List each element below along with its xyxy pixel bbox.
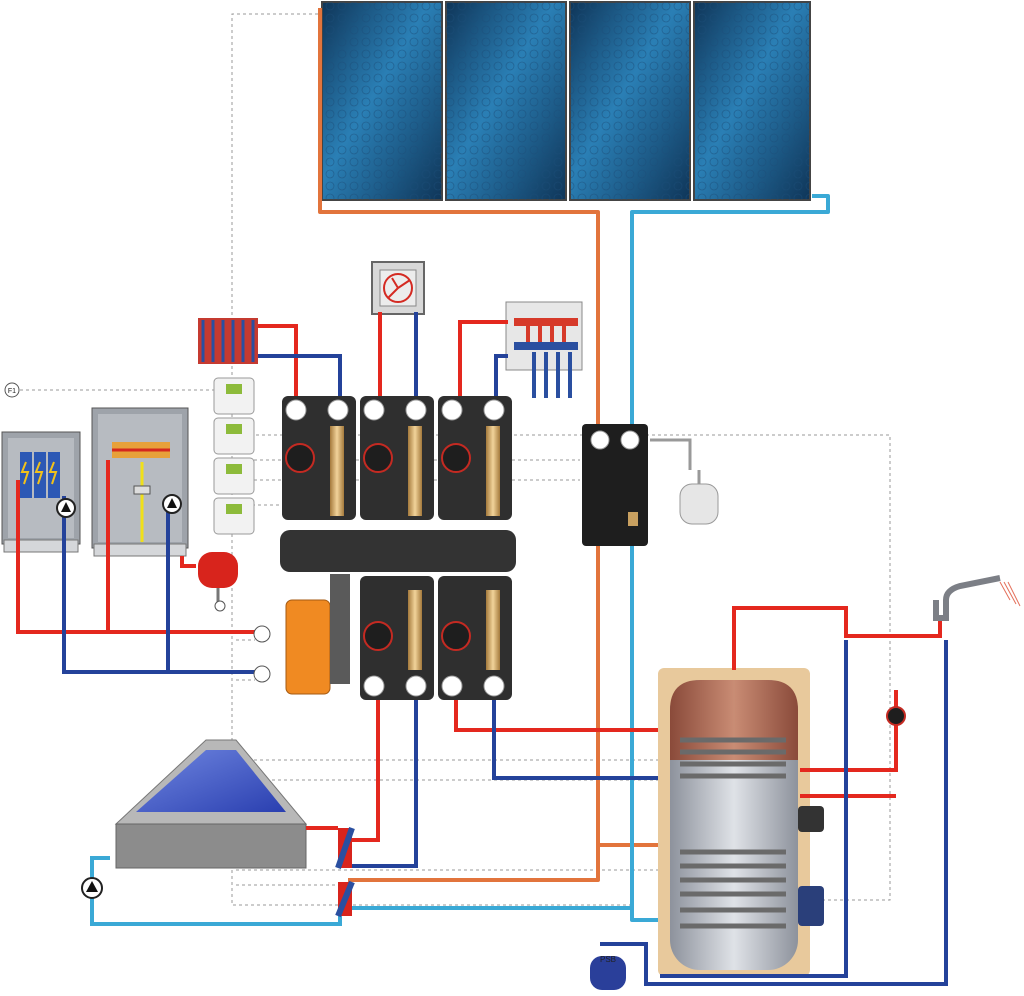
heat-exchanger-icon bbox=[335, 880, 355, 918]
circulation-pump-icon bbox=[162, 494, 182, 514]
solar-collector-icon bbox=[445, 1, 567, 201]
boiler-pipes bbox=[16, 460, 260, 674]
underfloor-manifold-icon bbox=[505, 301, 583, 398]
solar-station-icon bbox=[582, 424, 692, 546]
expansion-vessel-icon bbox=[679, 470, 719, 525]
sensor-tag-label: F1 bbox=[8, 388, 16, 395]
radiator-icon bbox=[198, 318, 258, 364]
pump-group bbox=[360, 576, 434, 700]
circulation-pump-icon bbox=[886, 706, 906, 726]
room-controllers bbox=[213, 377, 255, 535]
hydraulic-separator-icon bbox=[253, 574, 350, 695]
emitter-pipes bbox=[258, 312, 508, 400]
solar-collector-icon bbox=[693, 1, 811, 201]
distribution-manifold bbox=[280, 530, 516, 572]
room-controller bbox=[213, 497, 255, 535]
pool-icon bbox=[114, 739, 308, 869]
expansion-vessel-icon bbox=[198, 552, 238, 612]
heat-exchanger-icon bbox=[335, 827, 355, 869]
sensor-tag: F1 bbox=[4, 382, 20, 398]
solar-collector-icon bbox=[569, 1, 691, 201]
faucet-icon bbox=[933, 575, 1021, 621]
fan-coil-icon bbox=[371, 261, 425, 315]
room-controller bbox=[213, 417, 255, 455]
pump-group bbox=[438, 396, 512, 520]
circulation-pump-icon bbox=[56, 498, 76, 518]
expansion-vessel-icon: PSB bbox=[590, 955, 626, 990]
pump-group bbox=[438, 576, 512, 700]
pump-group bbox=[360, 396, 434, 520]
solar-collector-array bbox=[321, 1, 811, 201]
electric-boiler-icon bbox=[1, 431, 81, 553]
room-controller bbox=[213, 457, 255, 495]
solar-collector-icon bbox=[321, 1, 443, 201]
expansion-vessel-tag: PSB bbox=[600, 955, 616, 964]
load-pipes bbox=[348, 700, 664, 868]
room-controller bbox=[213, 377, 255, 415]
pump-groups-bottom bbox=[360, 576, 512, 700]
dhw-tank-icon bbox=[658, 668, 824, 976]
pump-groups-top bbox=[282, 396, 512, 520]
pump-group bbox=[282, 396, 356, 520]
circulation-pump-icon bbox=[81, 877, 103, 899]
